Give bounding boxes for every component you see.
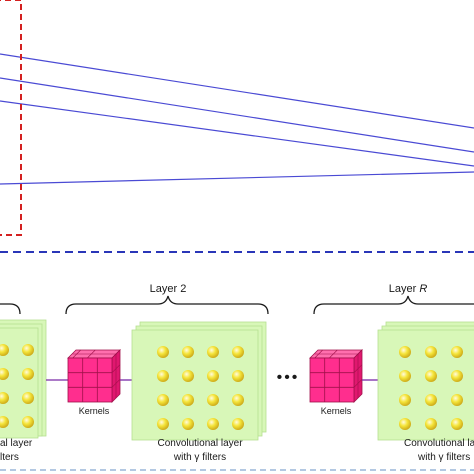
neuron	[207, 418, 219, 430]
projection-line-3	[0, 100, 474, 167]
neuron	[232, 370, 244, 382]
left-conv-caption-line2: lters	[0, 452, 19, 463]
layer2-kernels-label: Kernels	[79, 406, 110, 416]
neuron	[399, 394, 411, 406]
neuron	[399, 346, 411, 358]
projection-lines	[0, 53, 474, 185]
neuron	[182, 370, 194, 382]
left-conv-caption-line1: al layer	[0, 438, 33, 449]
left-partial-brace	[0, 303, 21, 315]
neuron	[157, 370, 169, 382]
neuron	[399, 418, 411, 430]
neuron	[425, 346, 437, 358]
neuron	[182, 346, 194, 358]
neuron	[182, 394, 194, 406]
neuron	[22, 392, 34, 404]
neuron	[425, 418, 437, 430]
neuron	[0, 416, 9, 428]
red-dashed-box	[0, 0, 22, 236]
neuron	[451, 418, 463, 430]
neuron	[232, 346, 244, 358]
neuron	[207, 394, 219, 406]
layer2-title: Layer 2	[150, 283, 187, 295]
neuron	[0, 344, 9, 356]
neuron	[0, 368, 9, 380]
layer2-neuron-grid	[157, 346, 244, 430]
layer2-kernels	[67, 349, 121, 403]
neuron	[451, 346, 463, 358]
layer2-conv-caption-line2: with γ filters	[173, 452, 226, 463]
layerR-neuron-grid	[399, 346, 463, 430]
neuron	[157, 418, 169, 430]
projection-line-2	[0, 77, 474, 153]
neuron	[399, 370, 411, 382]
neuron	[232, 394, 244, 406]
layer2-brace	[65, 295, 269, 315]
neuron	[22, 368, 34, 380]
neuron	[451, 370, 463, 382]
layerR-conv-caption-line1: Convolutional layer	[404, 438, 474, 449]
neuron	[425, 394, 437, 406]
layer2-conv-layer-panel	[131, 321, 267, 441]
neuron	[207, 370, 219, 382]
neuron	[451, 394, 463, 406]
neuron	[22, 344, 34, 356]
neuron	[22, 416, 34, 428]
layerR-kernels-label: Kernels	[321, 406, 352, 416]
layerR-kernels	[309, 349, 363, 403]
neuron	[207, 346, 219, 358]
neuron	[157, 394, 169, 406]
neuron	[182, 418, 194, 430]
layerR-title: Layer R	[389, 283, 428, 295]
neuron	[425, 370, 437, 382]
layer-ellipsis: •••	[277, 369, 300, 386]
layerR-conv-caption-line2: with γ filters	[417, 452, 470, 463]
neuron	[0, 392, 9, 404]
layerR-brace	[313, 295, 474, 315]
neuron	[232, 418, 244, 430]
projection-line-1	[0, 53, 474, 129]
projection-line-4	[0, 171, 474, 185]
neuron	[157, 346, 169, 358]
left-neuron-grid	[0, 344, 34, 428]
layer2-conv-caption-line1: Convolutional layer	[157, 438, 243, 449]
